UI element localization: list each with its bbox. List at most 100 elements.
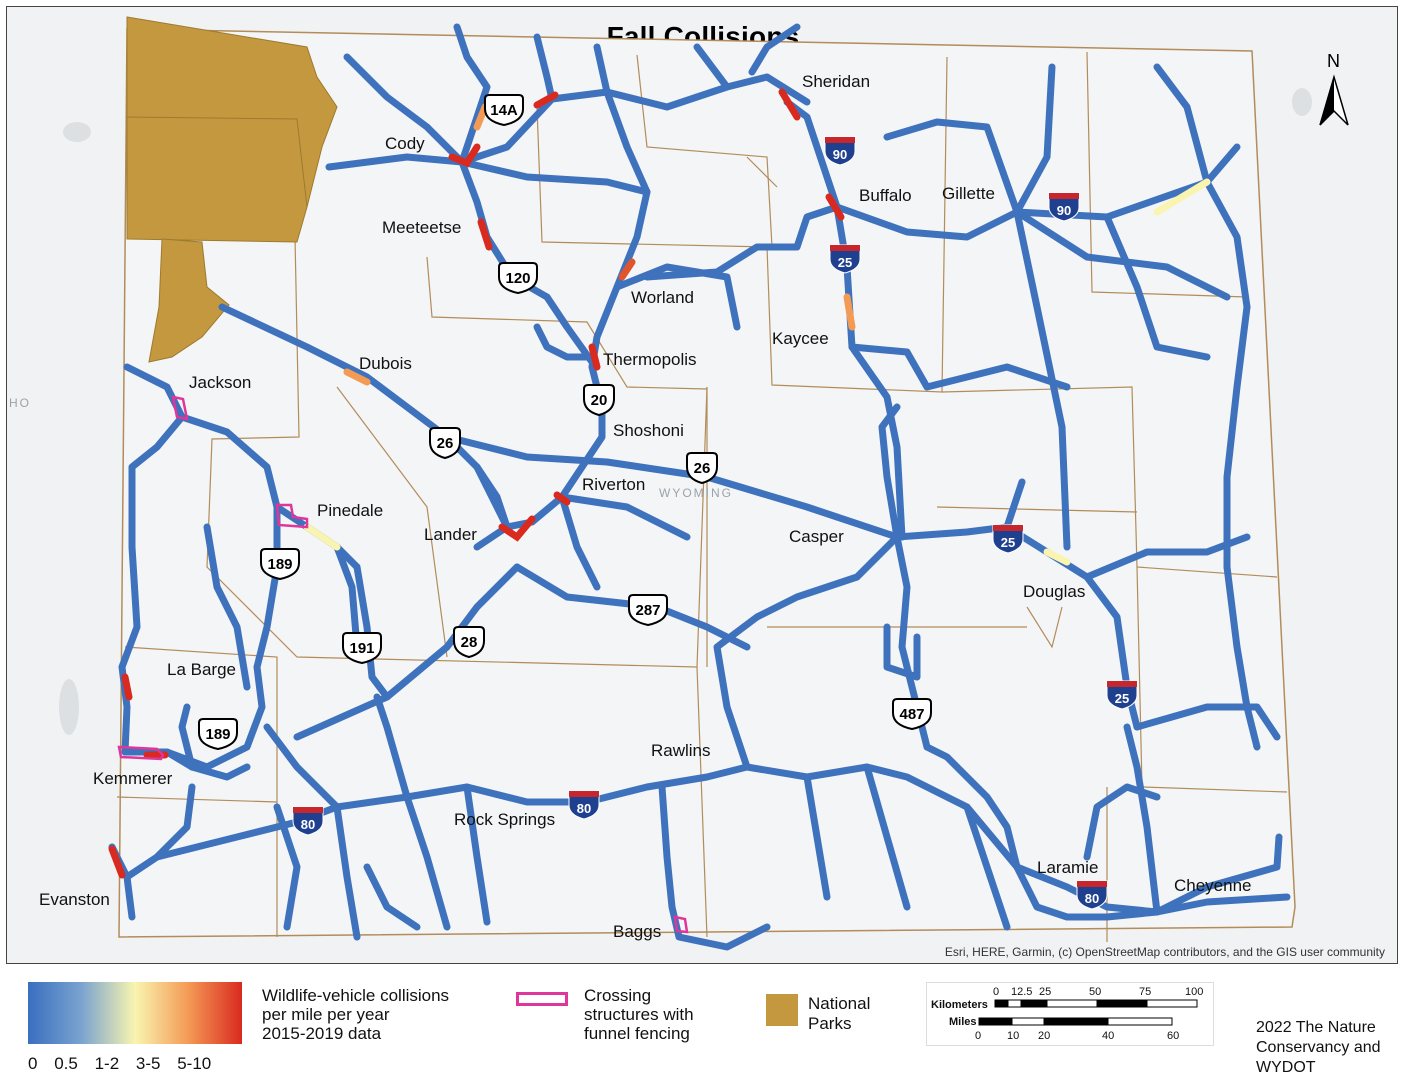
interstate-shield-25-south: 25 [1106,680,1138,710]
park-legend-line: Parks [808,1014,852,1033]
city-la-barge: La Barge [167,660,236,679]
scale-km-label: Kilometers [931,999,988,1011]
hotspot-cody-north [473,103,489,131]
road-rawlins-south [803,773,831,901]
ramp-tick: 1-2 [94,1054,120,1073]
i80-east [803,763,1291,916]
interstate-shield-90-gillette: 90 [1048,192,1080,222]
wyoming-map[interactable]: HO [7,7,1398,964]
ramp-tick: 0.5 [54,1054,78,1073]
hotspot-douglas [1043,548,1071,566]
us-shield-191: 191 [342,632,382,665]
interstate-shield-25-casper: 25 [992,524,1024,554]
road-sheridan-north [748,23,801,76]
hotspot-worland [618,258,636,281]
hotspot-i25 [843,293,856,331]
road-north-2 [533,33,556,103]
us-shield-487: 487 [892,698,932,731]
us-shield-20: 20 [583,384,615,417]
collision-legend-line: Wildlife-vehicle collisions [262,986,450,1005]
city-casper: Casper [789,527,844,546]
road-south-1 [863,763,911,911]
road-14a [458,158,651,196]
yellowstone-park [126,16,338,243]
svg-text:0: 0 [975,1030,981,1042]
city-rock-springs: Rock Springs [454,810,555,829]
us-highway-shields: 14A 120 20 26 26 189 [198,94,932,751]
svg-text:25: 25 [1115,691,1129,706]
svg-text:25: 25 [1039,986,1051,998]
collision-legend-line: per mile per year [262,1005,390,1024]
city-buffalo: Buffalo [859,186,912,205]
crossing-kemmerer [117,745,165,761]
road-laramie-north [923,743,1021,871]
hotspot-i90 [1153,178,1211,216]
svg-text:120: 120 [505,270,530,287]
map-credit: 2022 The Nature Conservancy and WYDOT [1256,1018,1406,1078]
svg-text:20: 20 [1038,1030,1050,1042]
national-park-swatch [766,994,798,1026]
road-ne-loop [1103,213,1211,361]
map-frame[interactable]: Fall Collisions HO [6,6,1398,964]
road-east-cheyenne [1133,703,1281,741]
road-rs-south-2 [463,783,491,926]
svg-text:26: 26 [437,435,454,452]
city-thermopolis: Thermopolis [603,350,697,369]
crossing-structure-swatch [516,992,568,1006]
svg-text:10: 10 [1007,1030,1019,1042]
credit-line: 2022 The Nature [1256,1019,1376,1036]
svg-text:80: 80 [301,817,315,832]
road-sw-1 [273,803,301,931]
city-gillette: Gillette [942,184,995,203]
us-shield-189-north: 189 [260,548,300,581]
road-douglas-east [1083,533,1251,581]
road-casper-south [713,533,901,771]
hotspot-sheridan [778,88,801,121]
road-120 [543,293,596,366]
hotspot-thermopolis [588,343,601,371]
road-cody-east [325,73,811,171]
svg-text:28: 28 [461,634,478,651]
interstate-shield-90-sheridan: 90 [824,136,856,166]
city-worland: Worland [631,288,694,307]
county-borders [116,51,1288,942]
svg-text:487: 487 [899,706,924,723]
city-jackson: Jackson [189,373,251,392]
road-casper-north [878,403,901,541]
city-cheyenne: Cheyenne [1174,876,1252,895]
scale-bar: 0 12.5 25 50 75 100 Kilometers Miles 0 1… [926,982,1214,1046]
credit-line: Conservancy and [1256,1039,1381,1056]
road-cheyenne-north [1123,723,1161,916]
north-label: N [1327,51,1340,71]
hotspot-14a [533,91,559,109]
svg-text:80: 80 [577,801,591,816]
city-baggs: Baggs [613,922,661,941]
road-26-east [443,433,901,541]
road-worland [558,188,651,501]
road-northeast-2 [1203,178,1251,311]
road-gillette-north [1013,63,1056,216]
interstate-shields: 90 90 25 25 25 [292,136,1138,910]
interstate-shield-25-buffalo: 25 [829,244,861,274]
svg-text:25: 25 [1001,535,1015,550]
road-28 [293,563,521,741]
hotspot-riverton [553,491,571,506]
svg-text:90: 90 [1057,203,1071,218]
collision-color-ramp [28,982,242,1044]
svg-text:20: 20 [591,392,608,409]
road-south-2 [963,803,1011,931]
crossing-pinedale [275,503,309,529]
hotspot-evanston [108,845,126,879]
svg-text:191: 191 [349,640,374,657]
road-sw-2 [333,803,361,941]
crossing-legend-label: Crossing structures with funnel fencing [584,986,734,1043]
svg-text:100: 100 [1185,986,1203,998]
road-northeast-1 [1153,63,1211,186]
city-sheridan: Sheridan [802,72,870,91]
road-north-3 [593,43,651,196]
road-gillette-south [1013,208,1071,551]
road-east-n-s [1223,563,1261,751]
city-kemmerer: Kemmerer [93,769,173,788]
national-parks [126,16,338,363]
credit-line: WYDOT [1256,1059,1316,1076]
